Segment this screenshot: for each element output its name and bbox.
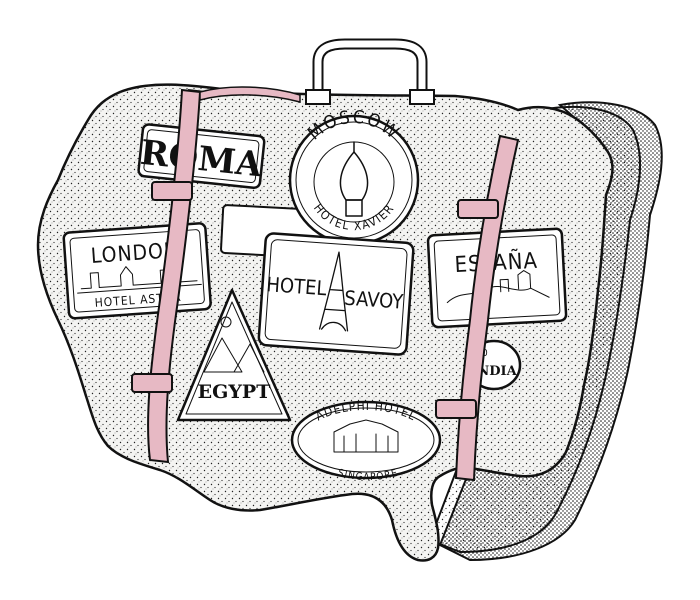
egypt-label: EGYPT <box>198 381 271 403</box>
singapore-label: SINGAPORE <box>336 468 399 483</box>
savoy-sticker: HOTEL SAVOY <box>257 232 415 356</box>
suitcase-handle <box>305 38 435 105</box>
roma-sticker: ROMA <box>137 123 266 190</box>
espana-sticker: ESPAÑA <box>426 227 568 329</box>
egypt-sticker: EGYPT <box>176 288 292 422</box>
moscow-sticker: MOSCOW HOTEL XAVIER <box>288 107 420 246</box>
strap-right <box>435 134 520 482</box>
savoy-label: SAVOY <box>344 286 405 314</box>
strap-left <box>131 86 301 464</box>
hotel-label: HOTEL <box>266 272 328 300</box>
london-sticker: LONDON HOTEL ASTOR <box>62 222 212 320</box>
